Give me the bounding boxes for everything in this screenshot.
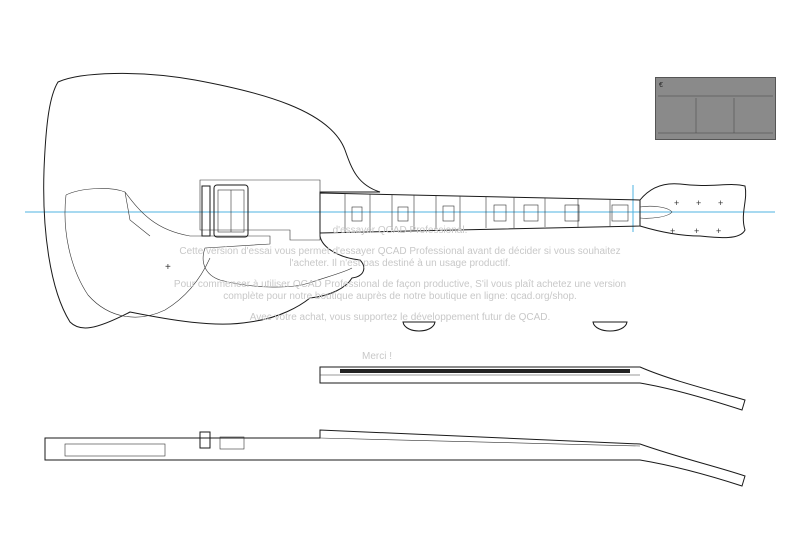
neck-cross-sections — [402, 321, 628, 332]
svg-text:+: + — [165, 262, 171, 273]
svg-text:+: + — [696, 198, 701, 208]
svg-text:+: + — [674, 198, 679, 208]
title-block: € — [655, 77, 776, 140]
neck-side-view — [319, 366, 746, 411]
guitar-body-top-view: + — [43, 72, 381, 329]
headstock-top-view: + + + + + + — [639, 183, 747, 239]
bridge — [201, 185, 211, 237]
svg-text:+: + — [716, 226, 721, 236]
fretboard — [319, 192, 641, 234]
humbucker-pickup — [213, 184, 249, 238]
svg-text:€: € — [659, 82, 663, 89]
svg-text:+: + — [718, 198, 723, 208]
guitar-side-view — [44, 429, 746, 487]
svg-text:+: + — [694, 226, 699, 236]
svg-text:+: + — [670, 226, 675, 236]
